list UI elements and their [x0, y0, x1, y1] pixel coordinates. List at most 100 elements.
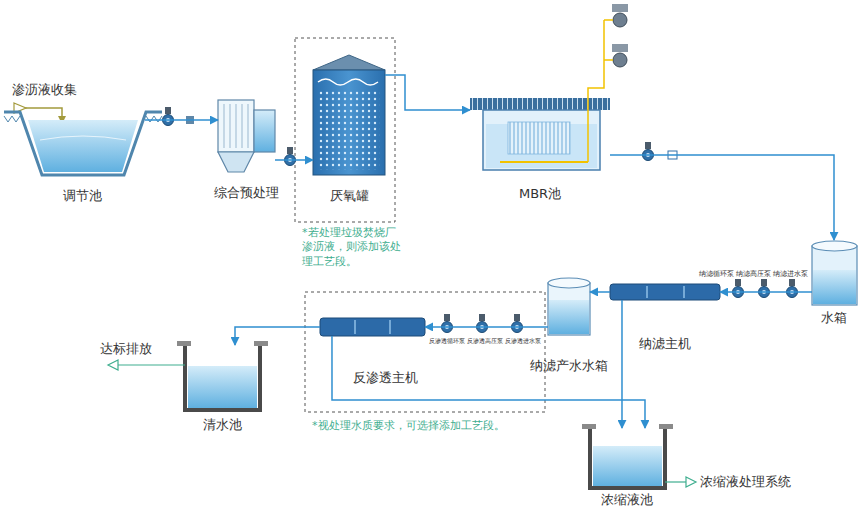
pump-symbols-part: [477, 314, 488, 333]
pipe-connector: [610, 155, 834, 240]
flow-label: 浓缩液处理系统: [700, 474, 791, 490]
concentrate-pool-part: [582, 424, 596, 429]
mbr-tank-part: [500, 161, 588, 163]
process-note: *视处理水质要求，可选择添加工艺段。: [312, 419, 505, 433]
regulating-basin-part: [28, 120, 138, 172]
pump-label: 反渗透高压泵: [467, 337, 503, 344]
unit-label: 厌氧罐: [330, 188, 369, 204]
reverse-osmosis-unit: [305, 292, 545, 412]
process-unit: 综合预处理: [218, 100, 275, 175]
clean-water-pool-part: [188, 366, 257, 408]
process-unit: 纳滤产水水箱: [548, 278, 590, 335]
process-unit: 浓缩液池: [590, 428, 665, 488]
clean-water-pool-part: [254, 341, 268, 346]
process-unit: MBR池: [470, 98, 610, 170]
nanofiltration-unit-part: [610, 284, 720, 300]
unit-label: 浓缩液池: [601, 492, 653, 508]
unit-label: 水箱: [821, 310, 847, 326]
regulating-basin-part: [4, 112, 162, 175]
mbr-tank-part: [604, 19, 613, 21]
regulating-basin-part: [40, 136, 126, 140]
process-unit: 反渗透主机: [320, 318, 425, 336]
pump-symbols-part: [163, 107, 174, 126]
concentrate-pool-part: [593, 446, 662, 486]
pump-symbols-part: [787, 279, 798, 298]
anaerobic-tank-part: [313, 55, 385, 70]
pump-symbols-part: [759, 279, 770, 298]
water-tank-part: [812, 241, 857, 251]
reverse-osmosis-unit-part: [305, 292, 545, 412]
mbr-tank-part: [612, 4, 628, 12]
clean-water-pool-part: [185, 345, 260, 410]
pipe-connector: [275, 159, 313, 161]
pump-label: 纳滤进水泵: [773, 270, 808, 278]
pump-label: 纳滤高压泵: [736, 270, 771, 278]
anaerobic-tank-part: [318, 79, 378, 85]
regulating-basin: [4, 112, 162, 175]
pump-label: 纳滤循环泵: [699, 270, 734, 278]
anaerobic-tank: [295, 38, 395, 222]
pipe-connector: [145, 119, 218, 121]
mbr-tank-part: [604, 59, 613, 61]
flow-label: 渗沥液收集: [12, 82, 77, 98]
concentrate-pool-part: [590, 428, 665, 488]
pump-label: 反渗透循环泵: [429, 337, 465, 344]
pretreatment-unit-part: [218, 152, 254, 172]
mbr-tank-part: [470, 98, 610, 110]
unit-label: MBR池: [519, 186, 561, 202]
nanofiltration-unit-part: [549, 300, 589, 334]
pump-label: 反渗透进水泵: [505, 337, 541, 344]
regulating-basin-part: [4, 116, 162, 122]
flow-label: 达标排放: [100, 341, 152, 357]
pump-symbols-part: [733, 279, 744, 298]
pipe-connector: [332, 336, 645, 428]
water-tank-part: [813, 270, 856, 304]
pump-symbols-part: [512, 314, 523, 333]
pretreatment-unit-part: [254, 110, 275, 152]
nanofiltration-unit-part: [548, 283, 590, 335]
process-unit: 调节池: [20, 110, 145, 175]
mbr-tank-part: [613, 13, 627, 27]
unit-label: 纳滤产水水箱: [530, 358, 608, 374]
pipe-connector: [425, 326, 548, 328]
anaerobic-tank-part: [295, 38, 395, 222]
clean-water-pool-part: [108, 360, 118, 370]
pump-symbols: [163, 107, 798, 333]
unit-label: 纳滤主机: [639, 336, 691, 352]
concentrate-pool-part: [665, 481, 686, 482]
pretreatment-unit-part: [224, 104, 248, 148]
mbr-tank-part: [612, 44, 628, 52]
mbr-tank: [470, 4, 628, 170]
clean-water-pool-part: [118, 364, 185, 365]
pipe-connector: [385, 75, 470, 110]
anaerobic-tank-part: [318, 90, 380, 170]
pipe-connector: [590, 291, 610, 293]
reverse-osmosis-unit-part: [320, 318, 425, 336]
nanofiltration-unit-part: [548, 278, 590, 288]
process-unit: 厌氧罐: [313, 55, 385, 175]
pump-symbols-part: [442, 314, 453, 333]
pipe-connector: [235, 327, 320, 345]
water-tank-part: [812, 246, 857, 305]
process-note: *若处理垃圾焚烧厂渗沥液，则添加该处理工艺段。: [302, 226, 402, 269]
pipe-connector: [720, 291, 812, 293]
unit-label: 综合预处理: [214, 185, 279, 201]
mbr-tank-part: [483, 110, 600, 170]
concentrate-pool-part: [659, 424, 673, 429]
process-unit: 纳滤主机: [610, 284, 720, 300]
process-unit: 水箱: [812, 240, 857, 305]
anaerobic-tank-part: [313, 70, 385, 175]
nanofiltration-unit-part: [647, 286, 684, 298]
mbr-tank-part: [508, 122, 570, 154]
clean-water-pool-part: [177, 341, 191, 346]
mbr-tank-part: [588, 20, 604, 162]
reverse-osmosis-unit-part: [355, 320, 390, 334]
concentrate-pool: [582, 424, 696, 488]
mbr-tank-part: [613, 53, 627, 67]
pretreatment-unit: [218, 100, 275, 172]
nanofiltration-unit: [548, 278, 720, 335]
